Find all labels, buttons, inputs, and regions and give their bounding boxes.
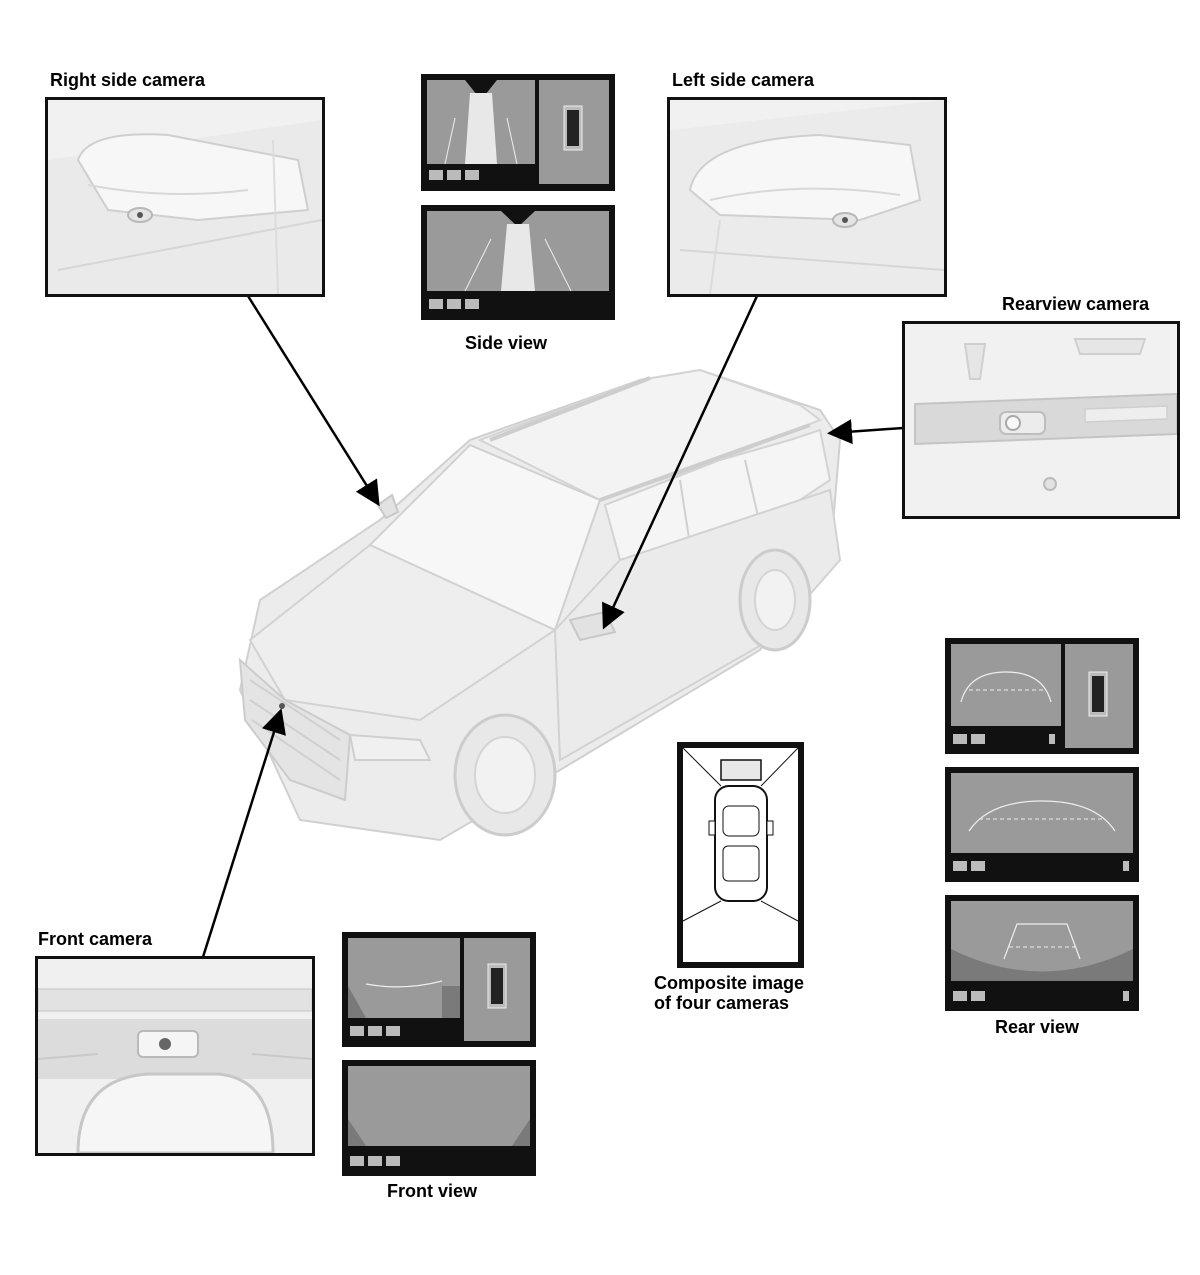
side-view-screen-2 bbox=[421, 205, 615, 320]
front-view-screen-2 bbox=[342, 1060, 536, 1176]
rear-view-screen-2 bbox=[945, 767, 1139, 882]
right-side-camera-image bbox=[45, 97, 325, 297]
composite-label-line1: Composite image bbox=[654, 973, 805, 993]
composite-screen bbox=[677, 742, 804, 968]
arrow-left-side-camera bbox=[602, 295, 759, 630]
rearview-camera-label: Rearview camera bbox=[1002, 294, 1150, 314]
composite-label-line2: of four cameras bbox=[654, 993, 790, 1013]
left-side-camera-image bbox=[667, 97, 947, 297]
arrow-front-camera bbox=[201, 708, 286, 958]
side-view-label: Side view bbox=[465, 333, 548, 353]
rear-view-label: Rear view bbox=[995, 1017, 1080, 1037]
vehicle-illustration bbox=[238, 368, 842, 842]
front-camera-label: Front camera bbox=[38, 929, 153, 949]
front-view-label: Front view bbox=[387, 1181, 478, 1201]
side-view-screen-1 bbox=[421, 74, 615, 191]
rearview-camera-image bbox=[902, 321, 1180, 519]
rear-view-screen-3 bbox=[945, 895, 1139, 1011]
rear-view-screen-1 bbox=[945, 638, 1139, 754]
front-view-screen-1 bbox=[342, 932, 536, 1047]
arrow-rearview-camera bbox=[827, 419, 904, 445]
right-side-camera-label: Right side camera bbox=[50, 70, 206, 90]
front-camera-image bbox=[35, 956, 315, 1156]
arrow-right-side-camera bbox=[246, 295, 380, 507]
left-side-camera-label: Left side camera bbox=[672, 70, 815, 90]
